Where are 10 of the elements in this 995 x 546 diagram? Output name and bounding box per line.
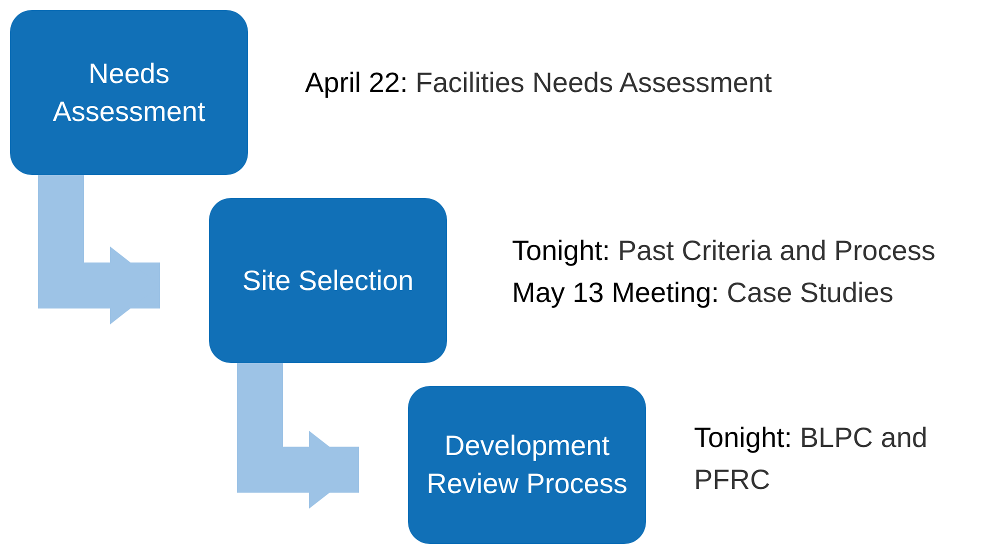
note-text: May 13 Meeting: Case Studies: [512, 276, 894, 310]
box-label: Site Selection: [242, 264, 414, 298]
process-box: [10, 10, 248, 175]
note-text: Tonight: BLPC and PFRC: [694, 421, 928, 497]
note-text: Tonight: Past Criteria and Process: [512, 234, 936, 268]
box-label: Development Review Process: [426, 429, 628, 501]
process-box: [209, 198, 447, 363]
process-box: [408, 386, 646, 544]
note-text: April 22: Facilities Needs Assessment: [305, 66, 773, 100]
box-label: Needs Assessment: [52, 56, 206, 128]
